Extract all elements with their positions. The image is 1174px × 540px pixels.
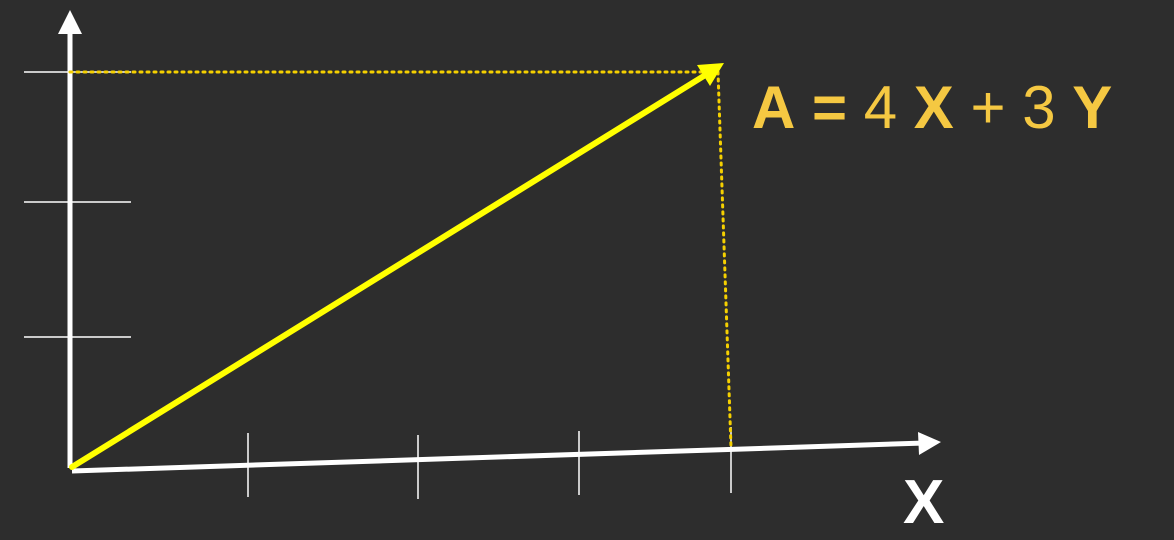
x-axis	[71, 440, 926, 474]
x-basis-symbol: X	[913, 74, 954, 141]
y-basis-symbol: Y	[1072, 74, 1113, 141]
y-axis-arrowhead	[58, 10, 82, 34]
vector-a-shaft	[69, 71, 710, 470]
x-axis-arrowhead	[918, 432, 941, 455]
y-coefficient: 3	[1022, 74, 1056, 141]
vector-equation: A = 4 X + 3 Y	[752, 72, 1112, 144]
x-axis-label: X	[903, 468, 945, 537]
x-coefficient: 4	[863, 74, 898, 141]
vertical-guide	[716, 70, 733, 449]
vector-a-symbol: A	[752, 74, 796, 141]
plus-sign: +	[970, 74, 1006, 141]
equals-sign: =	[812, 74, 848, 141]
vector-a-arrowhead	[697, 63, 724, 86]
